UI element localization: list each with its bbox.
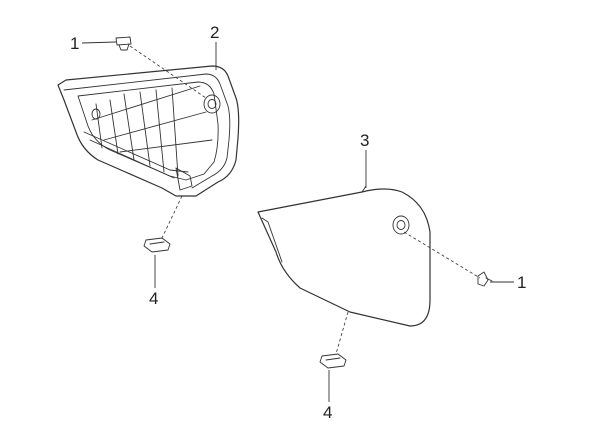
screw-right [477, 271, 493, 287]
callout-screw-left: 1 [70, 34, 79, 53]
grommet-left [143, 237, 171, 253]
inner-frame-part [57, 65, 240, 197]
callout-cover: 3 [360, 131, 369, 150]
assembly-lines [129, 45, 481, 355]
callout-screw-right: 1 [517, 273, 526, 292]
callout-frame: 2 [210, 23, 219, 42]
callout-grommet-left: 4 [149, 289, 158, 308]
callout-grommet-right: 4 [323, 403, 332, 422]
grommet-right [319, 353, 347, 369]
outer-cover-part [257, 185, 431, 327]
leader-lines [81, 41, 514, 402]
screw-left [115, 36, 132, 51]
